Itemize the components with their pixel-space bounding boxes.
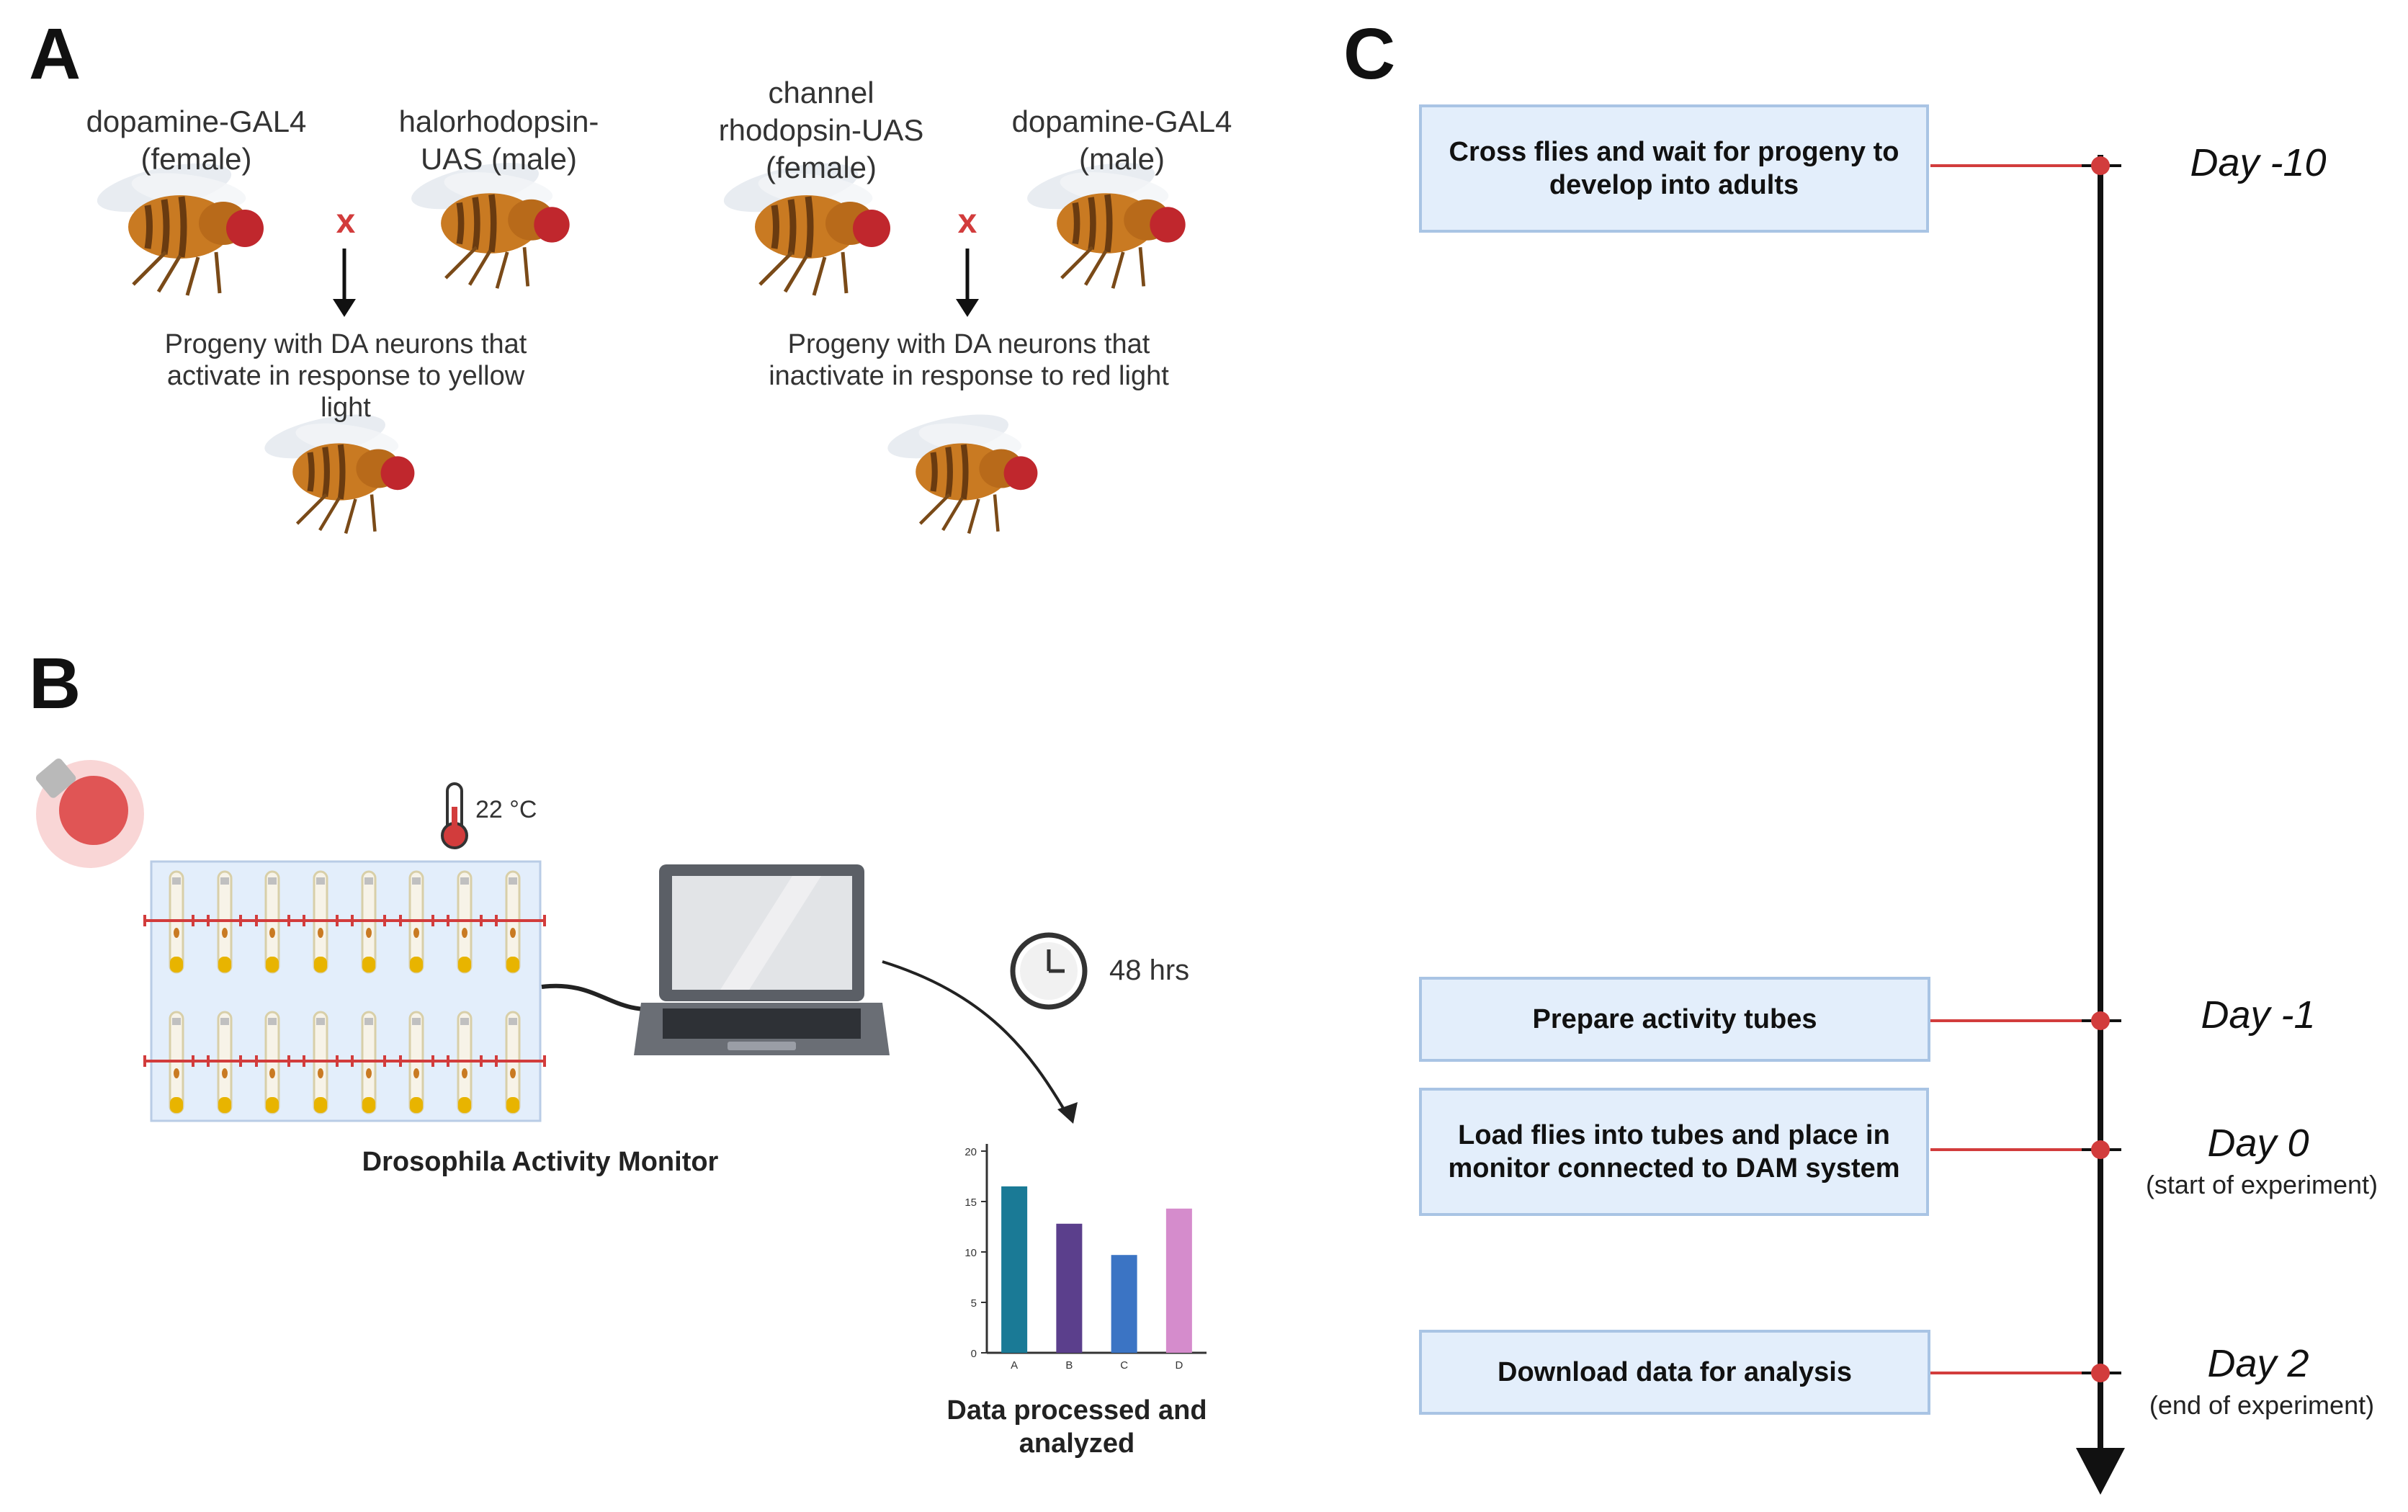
timeline-marker <box>2091 1364 2110 1382</box>
panel-letter-b: B <box>29 643 81 724</box>
timeline-marker <box>2091 156 2110 175</box>
timeline-arrow-icon <box>2076 1448 2125 1495</box>
laptop-icon <box>634 864 890 1055</box>
panel-letter-c: C <box>1343 14 1396 94</box>
bar-chart: 0 5 10 15 20A B C D <box>964 1144 1207 1372</box>
chart-y-tick-label: 10 <box>964 1247 977 1259</box>
timeline-marker <box>2091 1011 2110 1030</box>
progeny-fly-icon <box>261 406 414 533</box>
light-bulb-icon <box>35 758 144 868</box>
male-parent-label: halorhodopsin- UAS (male) <box>398 104 599 176</box>
day-label: Day -10 <box>2190 141 2327 184</box>
progeny-label: Progeny with DA neurons that inactivate … <box>769 329 1169 391</box>
step-box: Cross flies and wait for progeny to deve… <box>1419 104 1929 233</box>
panel-letter-a: A <box>29 14 81 94</box>
monitor-caption: Drosophila Activity Monitor <box>362 1147 719 1177</box>
chart-x-tick-label: B <box>1065 1359 1073 1372</box>
cross-symbol: x <box>957 202 977 241</box>
analysis-caption: Data processed and analyzed <box>946 1395 1207 1459</box>
female-parent-label: dopamine-GAL4 (female) <box>86 104 307 176</box>
step-box: Prepare activity tubes <box>1419 977 1930 1062</box>
chart-bar <box>1056 1223 1083 1353</box>
progeny-label: Progeny with DA neurons that activate in… <box>164 329 527 423</box>
chart-bar <box>1111 1255 1137 1353</box>
thermometer-icon <box>441 782 468 849</box>
activity-monitor-board <box>150 860 542 1122</box>
chart-bar <box>1001 1186 1028 1353</box>
day-note: (start of experiment) <box>2145 1170 2378 1199</box>
day-label: Day -1 <box>2201 993 2316 1037</box>
down-arrow-icon <box>956 249 979 317</box>
day-label: Day 0 <box>2207 1122 2309 1165</box>
female-parent-label: channel rhodopsin-UAS (female) <box>718 76 924 184</box>
progeny-fly-icon <box>884 406 1037 533</box>
cross-symbol: x <box>336 202 356 241</box>
chart-x-tick-label: C <box>1120 1359 1128 1372</box>
chart-bar <box>1165 1208 1192 1353</box>
step-box: Download data for analysis <box>1419 1330 1930 1415</box>
chart-y-tick-label: 20 <box>964 1146 977 1158</box>
temperature-label: 22 °C <box>475 796 537 823</box>
clock-icon <box>1010 932 1088 1010</box>
chart-y-tick-label: 0 <box>971 1348 977 1360</box>
chart-y-tick-label: 5 <box>971 1297 977 1310</box>
chart-y-tick-label: 15 <box>964 1196 977 1209</box>
step-box: Load flies into tubes and place in monit… <box>1419 1088 1929 1216</box>
male-parent-label: dopamine-GAL4 (male) <box>1011 104 1232 176</box>
flow-arrow <box>882 960 1068 1114</box>
day-note: (end of experiment) <box>2149 1390 2375 1420</box>
duration-label: 48 hrs <box>1109 954 1190 986</box>
chart-x-tick-label: D <box>1175 1359 1183 1372</box>
day-label: Day 2 <box>2207 1342 2309 1385</box>
down-arrow-icon <box>333 249 356 317</box>
timeline-marker <box>2091 1140 2110 1159</box>
arrow-head-icon <box>1057 1102 1078 1124</box>
chart-x-tick-label: A <box>1011 1359 1018 1372</box>
